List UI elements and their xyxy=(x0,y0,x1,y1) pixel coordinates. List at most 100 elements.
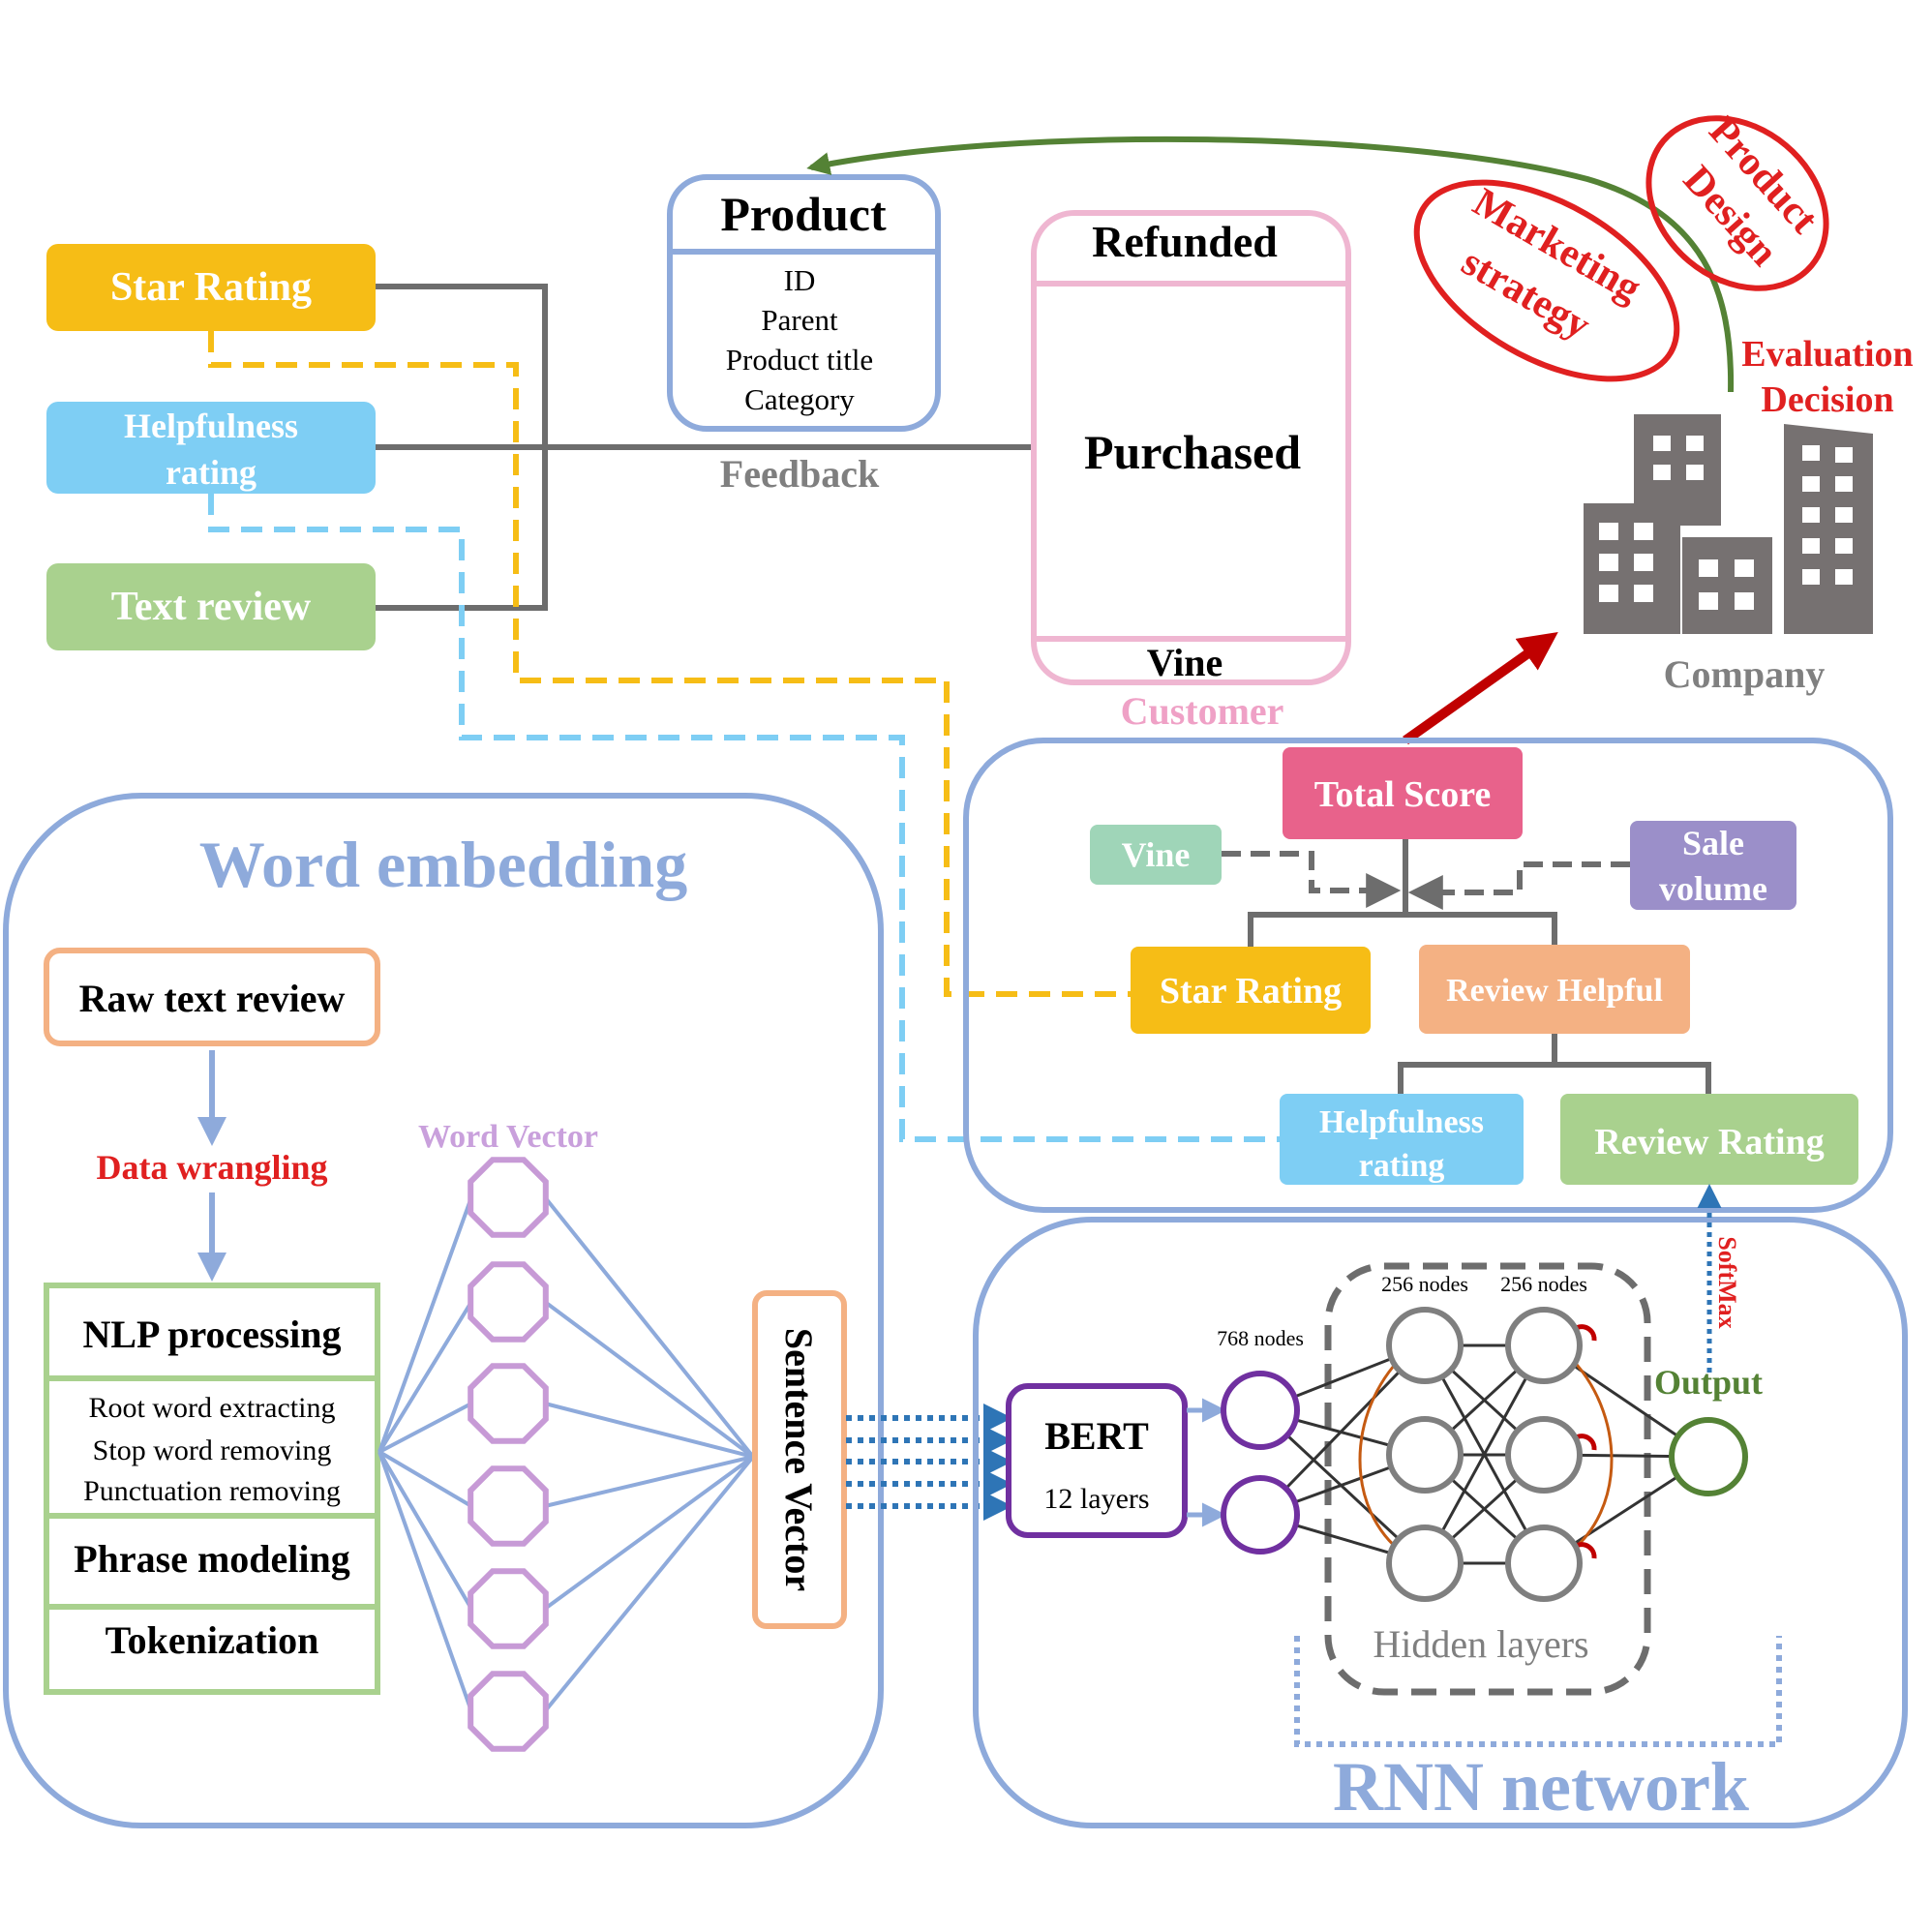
svg-text:Sale: Sale xyxy=(1682,824,1744,862)
output-node xyxy=(1669,1417,1748,1496)
fan-in-line xyxy=(377,1300,473,1454)
svg-text:BERT: BERT xyxy=(1044,1414,1149,1458)
word-vector-label: Word Vector xyxy=(418,1119,598,1155)
fan-out-line xyxy=(543,1195,755,1459)
svg-text:Review Helpful: Review Helpful xyxy=(1446,973,1663,1009)
fan-in-line xyxy=(377,1450,473,1508)
svg-text:ID: ID xyxy=(784,263,816,297)
svg-text:Total Score: Total Score xyxy=(1314,774,1492,815)
word-vector-octagon xyxy=(468,1465,549,1547)
scoring-tree-lines xyxy=(1248,839,1711,1094)
total-score-box: Total Score xyxy=(1283,747,1523,839)
svg-text:Stop word removing: Stop word removing xyxy=(93,1434,332,1466)
input-text-review: Text review xyxy=(46,563,376,650)
fan-in-line xyxy=(377,1451,473,1712)
fan-out-line xyxy=(543,1455,755,1611)
svg-text:Refunded: Refunded xyxy=(1092,217,1278,266)
svg-text:Text review: Text review xyxy=(111,585,312,629)
svg-text:Vine: Vine xyxy=(1122,835,1191,874)
nn-recurrent-curve xyxy=(1566,1353,1614,1555)
word-vector-octagons xyxy=(468,1157,549,1752)
nn-recurrent-curve xyxy=(1358,1353,1405,1555)
svg-text:rating: rating xyxy=(1359,1148,1445,1184)
softmax-dotted-loop xyxy=(1294,1636,1782,1747)
nlp-processing-stack: NLP processing Root word extracting Stop… xyxy=(44,1283,380,1695)
score-to-company-arrow xyxy=(1403,632,1558,745)
scoring-star-rating-box: Star Rating xyxy=(1131,947,1371,1034)
softmax-label: SoftMax xyxy=(1713,1236,1741,1328)
hidden-node xyxy=(1505,1307,1583,1384)
nn-nodes xyxy=(1221,1307,1748,1602)
scoring-helpfulness-box: Helpfulness rating xyxy=(1280,1094,1524,1185)
svg-text:Purchased: Purchased xyxy=(1084,425,1301,479)
yellow-dashed-route xyxy=(208,331,1132,997)
scoring-panel xyxy=(963,738,1893,1213)
hidden-node xyxy=(1386,1307,1464,1384)
word-vector-fan-lines xyxy=(377,1195,755,1713)
svg-text:12 layers: 12 layers xyxy=(1043,1483,1149,1515)
review-helpful-box: Review Helpful xyxy=(1419,945,1690,1034)
fan-in-line xyxy=(377,1196,473,1453)
sentence-vector-box: Sentence Vector xyxy=(752,1290,847,1629)
svg-text:256 nodes: 256 nodes xyxy=(1381,1272,1468,1296)
svg-text:Vine: Vine xyxy=(1147,641,1223,684)
svg-text:Decision: Decision xyxy=(1761,379,1893,420)
word-vector-octagon xyxy=(468,1363,549,1444)
fan-out-line xyxy=(544,1402,754,1459)
fan-out-line xyxy=(544,1455,754,1508)
raw-text-review-box: Raw text review xyxy=(44,948,380,1046)
svg-text:Root word extracting: Root word extracting xyxy=(89,1392,336,1424)
svg-text:Raw text review: Raw text review xyxy=(79,977,346,1020)
svg-text:256 nodes: 256 nodes xyxy=(1500,1272,1587,1296)
fan-out-line xyxy=(543,1455,755,1713)
company-building-icon xyxy=(1584,414,1873,634)
hidden-node xyxy=(1386,1416,1464,1494)
input-node xyxy=(1221,1475,1300,1555)
rnn-panel xyxy=(973,1217,1908,1828)
word-embedding-panel xyxy=(3,793,884,1828)
hidden-node xyxy=(1505,1524,1583,1602)
input-star-rating: Star Rating xyxy=(46,244,376,331)
svg-text:Phrase modeling: Phrase modeling xyxy=(74,1537,350,1581)
sale-volume-box: Sale volume xyxy=(1630,821,1796,910)
blue-dashed-route xyxy=(208,494,1280,1142)
svg-text:Star Rating: Star Rating xyxy=(1160,971,1342,1011)
word-vector-octagon xyxy=(468,1261,549,1343)
word-vector-octagon xyxy=(468,1157,549,1238)
customer-box: Refunded Purchased Vine xyxy=(1031,210,1351,685)
svg-text:Parent: Parent xyxy=(761,303,838,337)
svg-text:Sentence Vector: Sentence Vector xyxy=(777,1328,821,1591)
input-node xyxy=(1221,1371,1300,1450)
product-title: Product xyxy=(720,187,887,241)
bert-box: BERT 12 layers xyxy=(1006,1383,1188,1538)
svg-text:Review Rating: Review Rating xyxy=(1594,1122,1824,1162)
fan-in-line xyxy=(378,1402,472,1454)
hidden-layers-label: Hidden layers xyxy=(1373,1622,1588,1666)
word-vector-octagon xyxy=(468,1671,549,1752)
svg-text:Tokenization: Tokenization xyxy=(106,1618,319,1662)
sentence-to-bert-arrows xyxy=(846,1404,1012,1521)
svg-text:Helpfulness: Helpfulness xyxy=(124,407,298,445)
word-vector-octagon xyxy=(468,1568,549,1649)
svg-text:Evaluation: Evaluation xyxy=(1741,334,1913,375)
marketing-strategy-ellipse: Marketing strategy xyxy=(1413,179,1680,382)
input-helpfulness-rating: Helpfulness rating xyxy=(46,402,376,494)
fan-in-line xyxy=(377,1450,473,1611)
input-star-rating-label: Star Rating xyxy=(110,265,312,310)
company-label: Company xyxy=(1664,652,1826,696)
product-box: Product ID Parent Product title Category xyxy=(667,174,941,432)
word-embedding-title: Word embedding xyxy=(199,828,687,901)
svg-text:Helpfulness: Helpfulness xyxy=(1319,1104,1484,1140)
rnn-title: RNN network xyxy=(1333,1748,1749,1826)
hidden-node xyxy=(1505,1416,1583,1494)
svg-text:768 nodes: 768 nodes xyxy=(1217,1326,1304,1350)
svg-text:Product title: Product title xyxy=(726,343,873,377)
svg-text:Category: Category xyxy=(744,382,855,416)
vine-box: Vine xyxy=(1090,825,1222,885)
fan-out-line xyxy=(543,1300,755,1459)
product-design-ellipse: Product Design xyxy=(1645,108,1829,291)
svg-text:NLP processing: NLP processing xyxy=(82,1313,341,1356)
hidden-node xyxy=(1386,1524,1464,1602)
svg-text:rating: rating xyxy=(166,453,257,492)
